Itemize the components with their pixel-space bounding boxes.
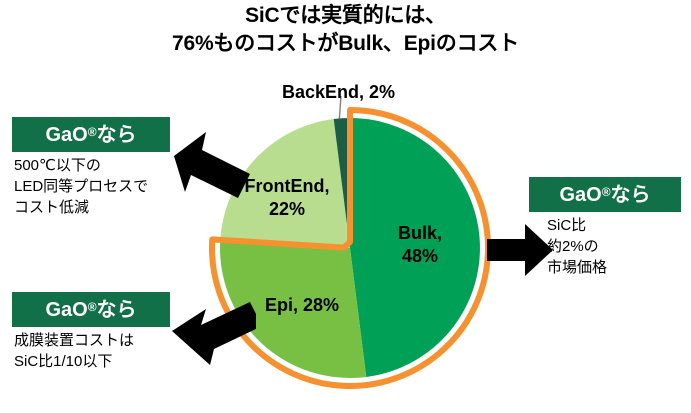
callout-left-bottom: GaO®なら 成膜装置コストは SiC比1/10以下 — [12, 292, 170, 372]
callout-right-body: SiC比 約2%の 市場価格 — [529, 212, 681, 278]
slice-label-frontend-line2: 22% — [268, 199, 306, 219]
slice-label-bulk-line1: Bulk, — [397, 223, 442, 243]
arrow-up-left-icon — [174, 132, 250, 198]
pie-slice-frontend — [220, 119, 350, 248]
slice-label-epi: Epi, 28% — [264, 295, 340, 315]
callout-right-body-line1: SiC比 — [547, 217, 587, 235]
pie-slice-bulk — [350, 118, 480, 377]
arrow-right-icon — [487, 224, 553, 276]
arrow-down-left-icon — [172, 302, 256, 365]
callout-left-top-heading-post: なら — [96, 124, 137, 147]
slice-label-frontend: FrontEnd, 22% — [228, 175, 346, 221]
callout-right-body-line2: 約2%の — [547, 238, 599, 256]
callout-left-top-heading-pre: GaO — [45, 124, 88, 147]
registered-mark-icon: ® — [87, 300, 97, 314]
callout-left-top: GaO®なら 500℃以下の LED同等プロセスで コスト低減 — [12, 117, 170, 218]
callout-left-top-body-line1: 500℃以下の — [14, 157, 101, 175]
callout-right-heading-pre: GaO — [559, 184, 602, 207]
callout-left-bottom-body: 成膜装置コストは SiC比1/10以下 — [12, 327, 170, 372]
callout-left-top-body-line2: LED同等プロセスで — [14, 178, 149, 196]
callout-left-bottom-heading-post: なら — [96, 299, 137, 322]
callout-left-bottom-body-line2: SiC比1/10以下 — [14, 353, 113, 371]
callout-left-bottom-body-line1: 成膜装置コストは — [14, 332, 135, 350]
callout-left-bottom-heading: GaO®なら — [12, 292, 170, 328]
callout-left-top-body-line3: コスト低減 — [14, 199, 90, 217]
registered-mark-icon: ® — [87, 125, 97, 139]
registered-mark-icon: ® — [601, 185, 611, 199]
callout-right: GaO®なら SiC比 約2%の 市場価格 — [529, 177, 681, 278]
slice-label-frontend-line1: FrontEnd, — [244, 176, 330, 196]
callout-right-heading-post: なら — [610, 184, 651, 207]
callout-right-heading: GaO®なら — [529, 177, 681, 213]
callout-left-top-body: 500℃以下の LED同等プロセスで コスト低減 — [12, 152, 170, 218]
slice-label-backend: BackEnd, 2% — [282, 82, 396, 102]
page-title: SiCでは実質的には、 76%ものコストがBulk、Epiのコスト — [0, 2, 691, 58]
callout-right-body-line3: 市場価格 — [547, 259, 608, 277]
slice-label-bulk: Bulk, 48% — [378, 222, 462, 268]
title-line-1: SiCでは実質的には、 — [245, 4, 446, 27]
callout-left-bottom-heading-pre: GaO — [45, 299, 88, 322]
callout-left-top-heading: GaO®なら — [12, 117, 170, 153]
slice-label-bulk-line2: 48% — [401, 246, 439, 266]
title-line-2: 76%ものコストがBulk、Epiのコスト — [171, 32, 519, 55]
pie-slice-epi — [220, 239, 367, 378]
pie-slice-backend — [333, 118, 350, 248]
